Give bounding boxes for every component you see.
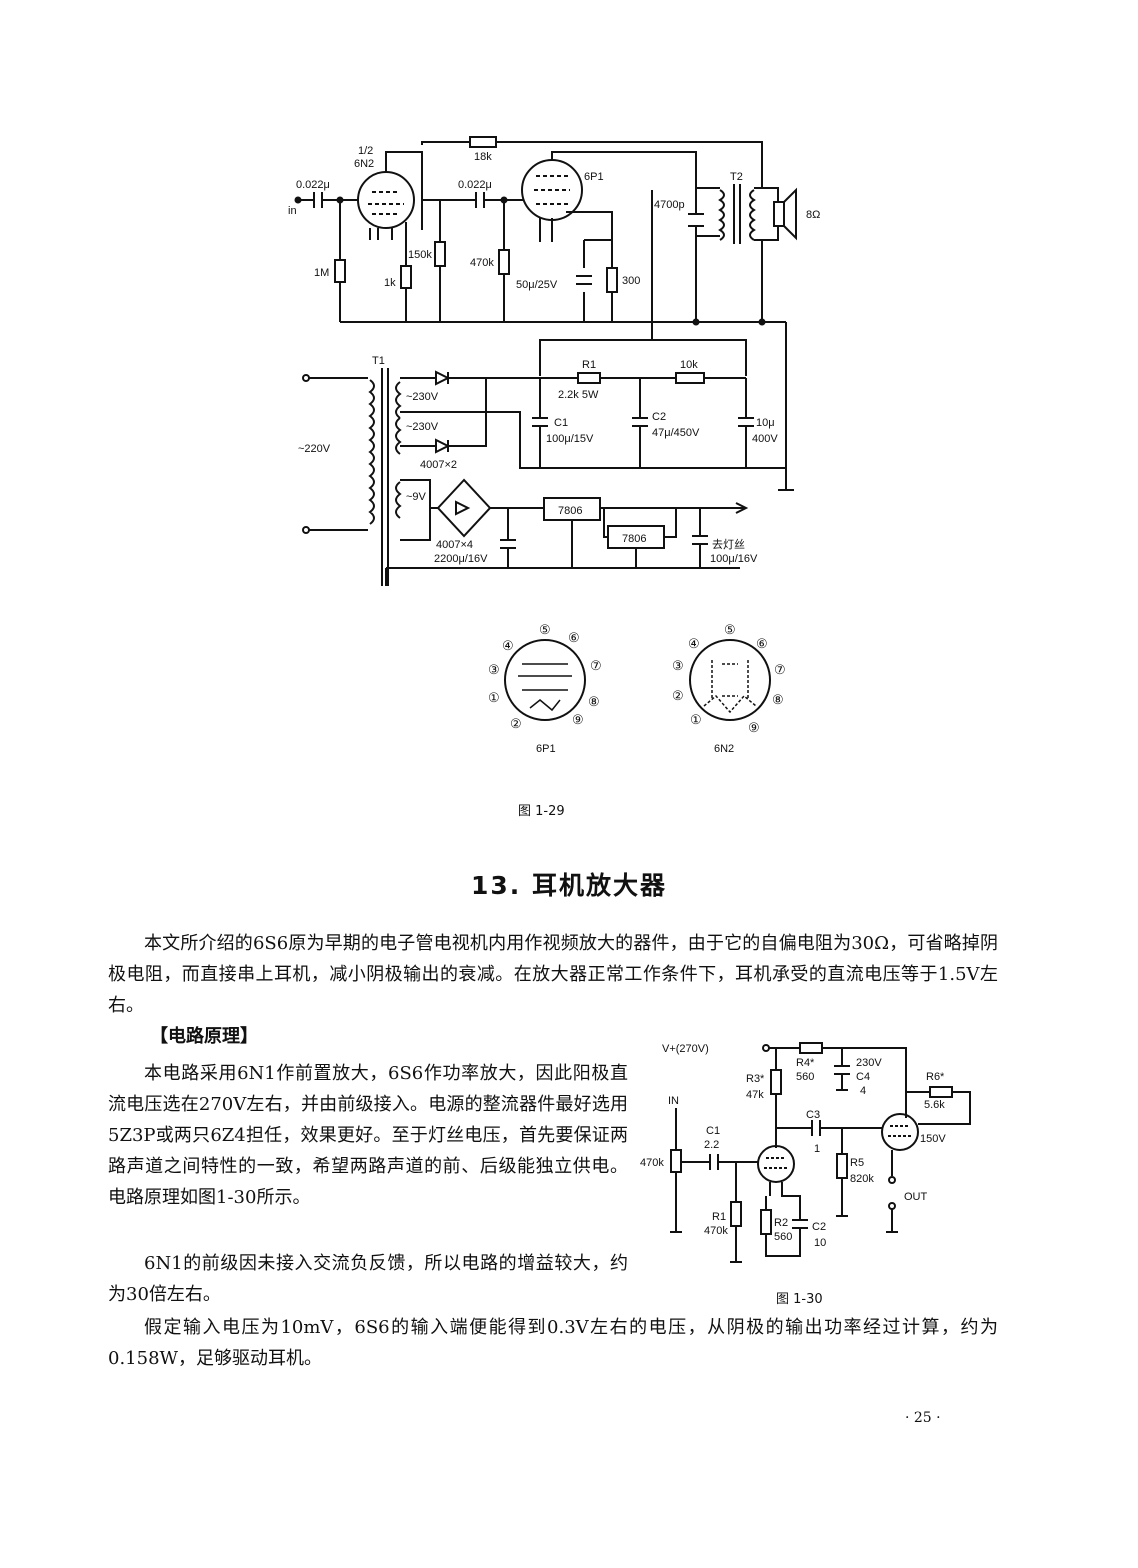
figure-1-29-schematic: 1/2 6N2 0.022μ in 18k 0.022μ 6P1 4700p T… — [288, 136, 820, 755]
pin-label: ⑧ — [772, 692, 784, 707]
pin-label: ⑥ — [756, 636, 768, 651]
r1-value-label: 2.2k 5W — [558, 389, 599, 401]
c4-voltage-label: 230V — [856, 1057, 882, 1069]
pin-label: ⑤ — [724, 622, 736, 637]
r1-value-label: 470k — [704, 1225, 728, 1237]
r-470k-label: 470k — [470, 257, 494, 269]
c3-value-label: 1 — [814, 1143, 820, 1155]
figure-1-29-caption: 图 1-29 — [518, 804, 565, 819]
c4-value-label: 4 — [860, 1085, 866, 1097]
r2-value-label: 560 — [774, 1231, 792, 1243]
r1-label: R1 — [712, 1211, 726, 1223]
input-cap-label: 0.022μ — [296, 179, 330, 191]
c4-label: C4 — [856, 1071, 870, 1083]
pin-label: ⑨ — [748, 720, 760, 735]
r1-label: R1 — [582, 359, 596, 371]
r-18k-label: 18k — [474, 151, 492, 163]
figure-1-30-caption: 图 1-30 — [776, 1292, 823, 1307]
pin-label: ③ — [488, 662, 500, 677]
c3-label: C3 — [806, 1109, 820, 1121]
c1-value-label: 2.2 — [704, 1139, 719, 1151]
heater-label: 去灯丝 — [712, 538, 745, 551]
tube2-name-label: 6P1 — [584, 171, 604, 183]
t2-label: T2 — [730, 171, 743, 183]
r5-value-label: 820k — [850, 1173, 874, 1185]
r-1m-label: 1M — [314, 267, 329, 279]
pin-label: ⑧ — [588, 694, 600, 709]
r5-label: R5 — [850, 1157, 864, 1169]
pin-label: ③ — [672, 658, 684, 673]
section-title: 13. 耳机放大器 — [471, 871, 667, 900]
v9-label: ~9V — [406, 491, 427, 503]
c100-label: 100μ/16V — [710, 553, 758, 565]
final-paragraph: 假定输入电压为10mV，6S6的输入端便能得到0.3V左右的电压，从阴极的输出功… — [108, 1317, 998, 1369]
intro-paragraph: 本文所介绍的6S6原为早期的电子管电视机内用作视频放大的器件，由于它的自偏电阻为… — [108, 933, 998, 1016]
c1-value-label: 100μ/15V — [546, 433, 594, 445]
c1-label: C1 — [554, 417, 568, 429]
c10-label: 10μ — [756, 417, 775, 429]
pin-label: ⑨ — [572, 712, 584, 727]
in-label: IN — [668, 1095, 679, 1107]
pinout-6n2-name: 6N2 — [714, 743, 734, 755]
v230a-label: ~230V — [406, 391, 439, 403]
c1-label: C1 — [706, 1125, 720, 1137]
r-10k-label: 10k — [680, 359, 698, 371]
reg2-label: 7806 — [622, 533, 646, 545]
vplus-label: V+(270V) — [662, 1043, 709, 1055]
pin-label: ① — [488, 690, 500, 705]
pin-label: ② — [672, 688, 684, 703]
r-150k-label: 150k — [408, 249, 432, 261]
c2-label: C2 — [652, 411, 666, 423]
pin-label: ④ — [502, 638, 514, 653]
page-number: · 25 · — [905, 1410, 941, 1426]
r4-label: R4* — [796, 1057, 815, 1069]
tube1-frac-label: 1/2 — [358, 145, 373, 157]
c-4700p-label: 4700p — [654, 199, 685, 211]
pin-label: ⑤ — [539, 622, 551, 637]
r6-label: R6* — [926, 1071, 945, 1083]
r3-label: R3* — [746, 1073, 765, 1085]
pin-label: ④ — [688, 636, 700, 651]
reg1-label: 7806 — [558, 505, 582, 517]
coupling-cap-label: 0.022μ — [458, 179, 492, 191]
c2-label: C2 — [812, 1221, 826, 1233]
principle-paragraph-1: 本电路采用6N1作前置放大，6S6作功率放大，因此阳极直流电压选在270V左右，… — [108, 1063, 628, 1208]
v220-label: ~220V — [298, 443, 331, 455]
pin-label: ② — [510, 716, 522, 731]
diodes4-label: 4007×4 — [436, 539, 473, 551]
pinout-6p1: ⑤ ④ ⑥ ③ ⑦ ① ⑧ ② ⑨ 6P1 — [488, 622, 602, 755]
c2-value-label: 47μ/450V — [652, 427, 700, 439]
c2-value-label: 10 — [814, 1237, 826, 1249]
pinout-6n2: ⑤ ④ ⑥ ③ ⑦ ② ⑧ ① ⑨ 6N2 — [672, 622, 786, 755]
pot-label: 470k — [640, 1157, 664, 1169]
principle-heading: 【电路原理】 — [150, 1026, 258, 1047]
tube1-name-label: 6N2 — [354, 158, 374, 170]
input-label: in — [288, 205, 297, 217]
r-1k-label: 1k — [384, 277, 396, 289]
pin-label: ⑦ — [774, 662, 786, 677]
v150-label: 150V — [920, 1133, 946, 1145]
r3-value-label: 47k — [746, 1089, 764, 1101]
r6-value-label: 5.6k — [924, 1099, 945, 1111]
c10-voltage-label: 400V — [752, 433, 778, 445]
r-300-label: 300 — [622, 275, 640, 287]
c-50u-label: 50μ/25V — [516, 279, 558, 291]
t1-label: T1 — [372, 355, 385, 367]
diodes2-label: 4007×2 — [420, 459, 457, 471]
r2-label: R2 — [774, 1217, 788, 1229]
c2200-label: 2200μ/16V — [434, 553, 488, 565]
pinout-6p1-name: 6P1 — [536, 743, 556, 755]
pin-label: ⑥ — [568, 630, 580, 645]
speaker-label: 8Ω — [806, 209, 820, 221]
pin-label: ① — [690, 712, 702, 727]
r4-value-label: 560 — [796, 1071, 814, 1083]
pin-label: ⑦ — [590, 658, 602, 673]
v230b-label: ~230V — [406, 421, 439, 433]
out-label: OUT — [904, 1191, 928, 1203]
principle-paragraph-2: 6N1的前级因未接入交流负反馈，所以电路的增益较大，约为30倍左右。 — [108, 1253, 628, 1305]
